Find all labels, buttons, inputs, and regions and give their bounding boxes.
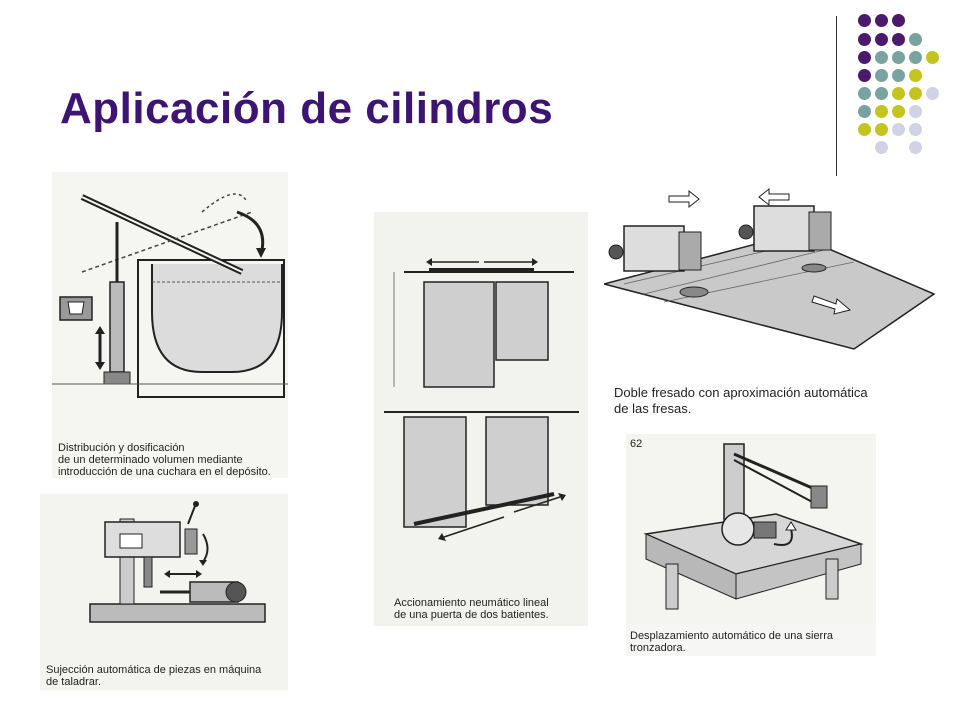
drilling-figure: Sujección automática de piezas en máquin… <box>40 494 288 690</box>
dot <box>926 51 939 64</box>
title-divider <box>836 16 837 176</box>
dot <box>909 105 922 118</box>
milling-caption-line-2: de las fresas. <box>614 401 692 416</box>
drilling-illustration <box>40 494 288 690</box>
dosing-caption-line-3: introducción de una cuchara en el depósi… <box>58 466 271 478</box>
dot <box>892 123 905 136</box>
milling-illustration <box>604 184 940 364</box>
saw-caption-line-2: tronzadora. <box>630 642 686 654</box>
dosing-figure: Distribución y dosificación de un determ… <box>52 172 288 478</box>
dot <box>875 14 888 27</box>
saw-illustration <box>626 434 876 624</box>
door-figure: Accionamiento neumático lineal de una pu… <box>374 212 588 626</box>
dot <box>892 14 905 27</box>
dot <box>909 69 922 82</box>
dot <box>892 33 905 46</box>
drilling-caption-line-1: Sujección automática de piezas en máquin… <box>46 664 262 676</box>
dot <box>875 51 888 64</box>
dot <box>892 51 905 64</box>
dosing-illustration <box>52 172 288 478</box>
saw-figure-number: 62 <box>630 438 643 450</box>
dot <box>875 33 888 46</box>
saw-caption-line-1: Desplazamiento automático de una sierra <box>630 630 834 642</box>
dot <box>909 87 922 100</box>
saw-figure: 62 Desplazamiento automático de una sier… <box>626 434 876 656</box>
dot <box>858 14 871 27</box>
door-caption-line-2: de una puerta de dos batientes. <box>394 609 549 621</box>
dot <box>926 87 939 100</box>
dot <box>858 51 871 64</box>
dot <box>858 123 871 136</box>
dot <box>875 69 888 82</box>
dot <box>875 123 888 136</box>
dot <box>875 105 888 118</box>
dot <box>858 87 871 100</box>
door-illustration <box>374 212 588 626</box>
dot <box>909 141 922 154</box>
dot <box>858 69 871 82</box>
milling-figure: Doble fresado con aproximación automátic… <box>604 184 940 420</box>
dot <box>892 105 905 118</box>
dot <box>909 123 922 136</box>
dot <box>858 105 871 118</box>
door-caption-line-1: Accionamiento neumático lineal <box>394 597 549 609</box>
decorative-dot-grid <box>848 14 948 164</box>
dot <box>892 87 905 100</box>
dosing-caption-line-1: Distribución y dosificación <box>58 442 185 454</box>
dot <box>892 69 905 82</box>
dot <box>875 141 888 154</box>
drilling-caption-line-2: de taladrar. <box>46 676 102 688</box>
dot <box>858 33 871 46</box>
dot <box>909 33 922 46</box>
milling-caption-line-1: Doble fresado con aproximación automátic… <box>614 385 868 400</box>
dot <box>875 87 888 100</box>
dosing-caption-line-2: de un determinado volumen mediante <box>58 454 243 466</box>
slide-title: Aplicación de cilindros <box>60 84 554 133</box>
dot <box>909 51 922 64</box>
